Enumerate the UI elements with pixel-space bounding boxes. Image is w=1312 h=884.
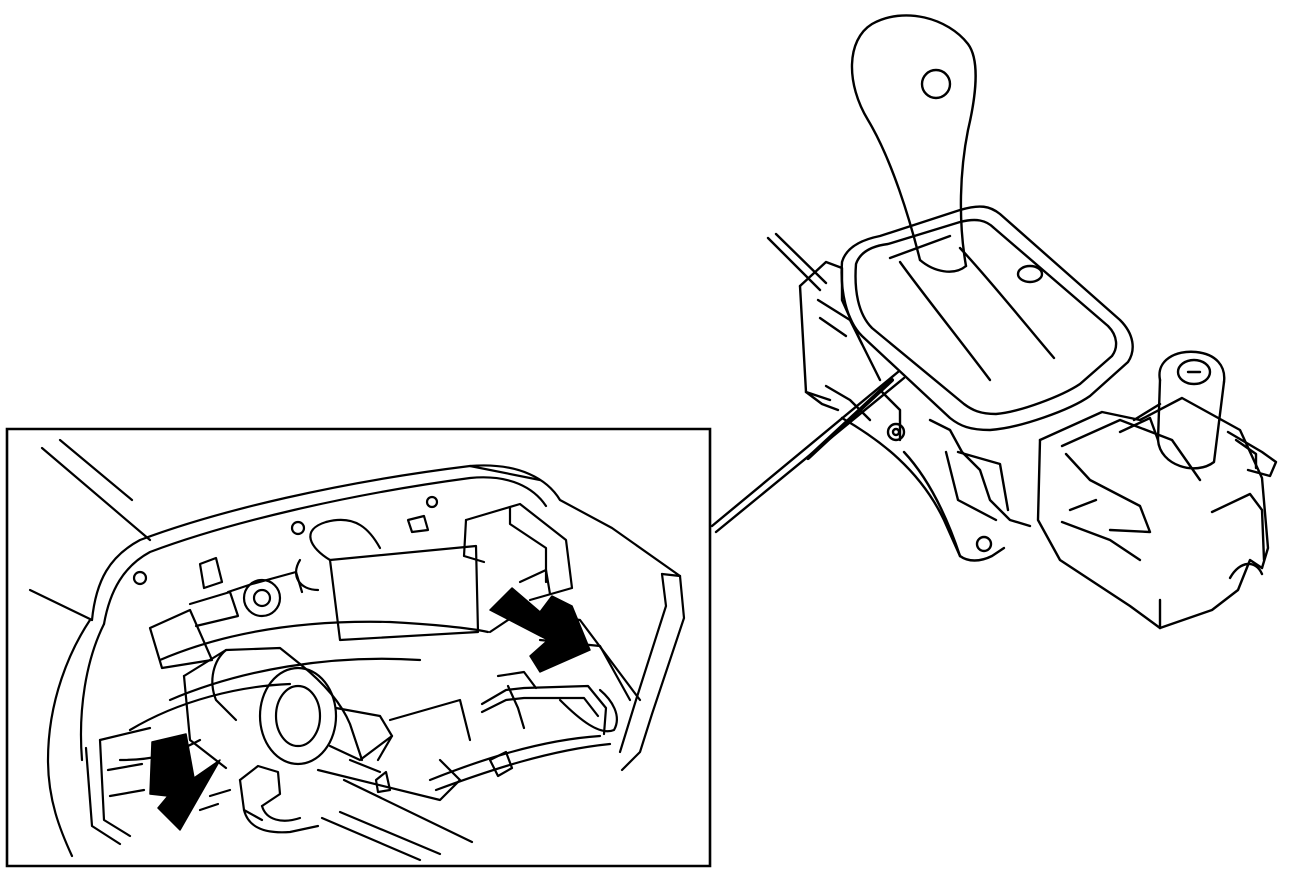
mount-hole bbox=[292, 522, 304, 534]
gear-selector-assembly bbox=[768, 15, 1276, 628]
upper-connector-block bbox=[296, 504, 572, 640]
plate-indicator-hole bbox=[1018, 266, 1042, 282]
selector-base-housing bbox=[800, 262, 1030, 561]
lower-frame bbox=[86, 728, 440, 860]
ignition-lock-cylinder bbox=[1120, 352, 1224, 469]
inset-leader-line bbox=[712, 372, 904, 532]
mount-bolt bbox=[977, 537, 991, 551]
lower-actuator bbox=[184, 648, 512, 842]
selector-gate-plate bbox=[842, 207, 1133, 430]
connector-arrow-lower bbox=[150, 734, 220, 830]
detail-inset-frame bbox=[7, 429, 710, 866]
ignition-lock-housing bbox=[1038, 352, 1276, 628]
lever-hole bbox=[922, 70, 950, 98]
gear-selector-lever bbox=[852, 15, 976, 271]
connector-arrow-upper bbox=[490, 588, 590, 672]
key-slot bbox=[1178, 360, 1210, 384]
detail-inset bbox=[7, 429, 710, 866]
connector-arrows bbox=[150, 588, 590, 830]
shift-cable bbox=[768, 234, 826, 290]
console-shell bbox=[48, 465, 684, 856]
mount-hole bbox=[134, 572, 146, 584]
mount-bolt bbox=[888, 424, 904, 440]
mount-hole bbox=[427, 497, 437, 507]
wiring-harness bbox=[240, 672, 617, 832]
bracket-clip bbox=[150, 558, 302, 668]
